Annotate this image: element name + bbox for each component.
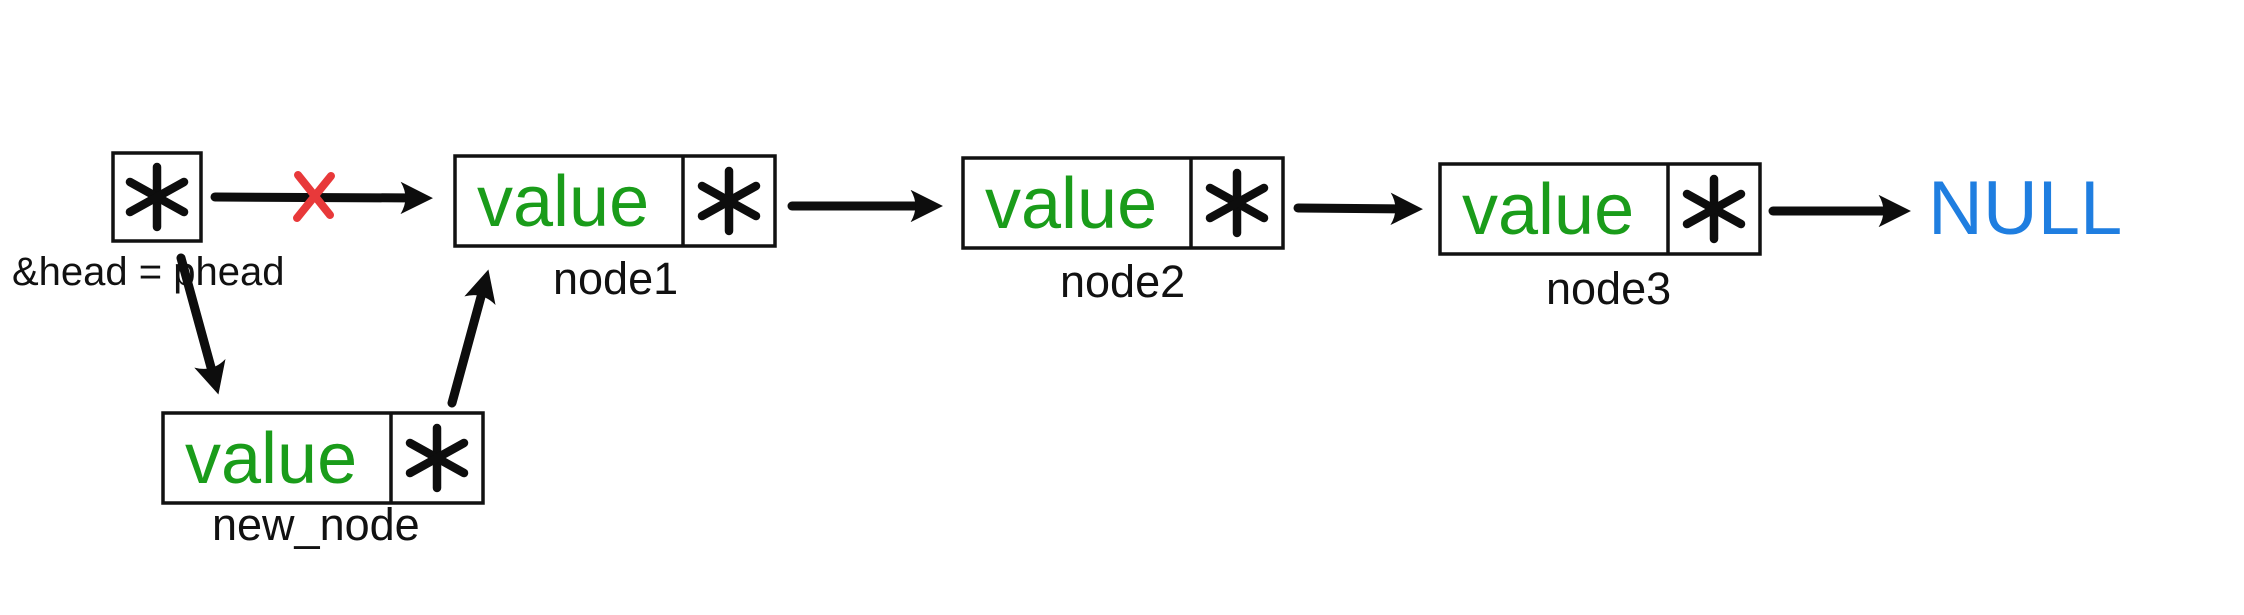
arrow-head-to-new-node [176, 253, 226, 395]
new-node-label: new_node [212, 499, 420, 550]
new-node-value: value [185, 419, 357, 499]
node2-label: node2 [1060, 256, 1185, 307]
null-terminator: NULL [1928, 166, 2122, 251]
node2-box: value [961, 156, 1285, 250]
node3-box: value [1438, 162, 1762, 256]
node3-asterisk-icon [1682, 174, 1746, 244]
node1-value: value [477, 162, 649, 242]
head-pointer-box [111, 151, 203, 243]
head-asterisk-icon [125, 162, 189, 232]
node2-asterisk-icon [1205, 168, 1269, 238]
arrow-node2-to-node3 [1293, 192, 1423, 226]
head-label: &head = phead [12, 250, 284, 294]
arrow-new-node-to-node1 [447, 269, 496, 408]
removed-link-x-icon [293, 171, 335, 222]
node1-label: node1 [553, 253, 678, 304]
node1-box: value [453, 154, 777, 248]
new-node-asterisk-icon [405, 423, 469, 493]
new-node-box: value [161, 411, 485, 505]
node3-label: node3 [1546, 263, 1671, 314]
node1-asterisk-icon [697, 166, 761, 236]
node3-value: value [1462, 170, 1634, 250]
node2-value: value [985, 164, 1157, 244]
